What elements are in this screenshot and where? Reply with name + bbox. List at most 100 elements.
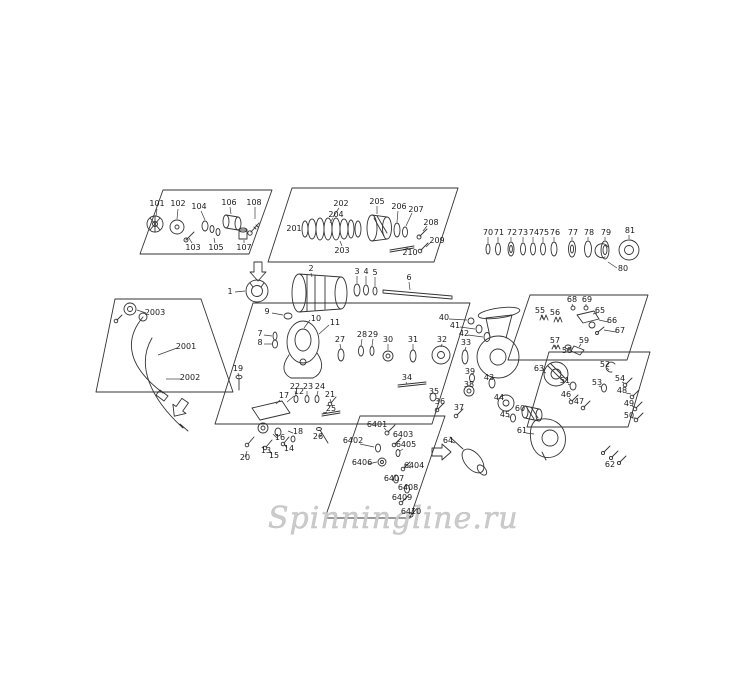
leader-line-29 xyxy=(371,338,374,347)
bail-arm-group xyxy=(113,302,189,432)
leader-line-22 xyxy=(294,390,297,396)
leader-line-207 xyxy=(405,212,413,227)
body-housing-group xyxy=(476,306,521,379)
leader-line-24 xyxy=(316,390,319,396)
bail-mount-parts-group xyxy=(235,374,296,451)
part-label-19: 19 xyxy=(233,364,243,373)
screw-kit-group xyxy=(375,424,421,518)
part-label-80: 80 xyxy=(618,264,628,273)
part-label-43: 43 xyxy=(484,373,494,382)
part-label-61: 61 xyxy=(517,426,527,435)
rotor-group xyxy=(272,312,323,379)
part-label-73: 73 xyxy=(518,228,528,237)
part-label-3: 3 xyxy=(354,267,359,276)
right-arrow-icon xyxy=(431,443,452,461)
leader-line-28 xyxy=(360,338,363,347)
leader-line-9 xyxy=(271,312,284,316)
part-label-72: 72 xyxy=(507,228,517,237)
leader-line-204 xyxy=(329,217,334,224)
part-label-23: 23 xyxy=(303,382,313,391)
part-label-78: 78 xyxy=(584,228,594,237)
part-label-59: 59 xyxy=(579,336,589,345)
part-label-2: 2 xyxy=(308,264,313,273)
leader-line-6404 xyxy=(407,466,412,469)
watermark: Spinningline.ru xyxy=(268,501,519,536)
part-label-55: 55 xyxy=(535,306,545,315)
leader-line-52 xyxy=(606,367,610,371)
part-label-207: 207 xyxy=(408,205,423,214)
part-label-36: 36 xyxy=(435,397,445,406)
leader-line-6405 xyxy=(399,448,404,452)
part-label-76: 76 xyxy=(550,228,560,237)
part-label-102: 102 xyxy=(170,199,185,208)
part-label-54: 54 xyxy=(615,374,625,383)
leader-line-2003 xyxy=(136,309,147,314)
part-label-20: 20 xyxy=(240,453,250,462)
part-label-6403: 6403 xyxy=(393,430,413,439)
part-label-6: 6 xyxy=(406,273,411,282)
parts-box-top-mid xyxy=(267,187,459,263)
leader-line-64 xyxy=(451,441,456,444)
part-label-28: 28 xyxy=(357,330,367,339)
leader-line-40 xyxy=(448,318,468,321)
leader-line-53 xyxy=(598,385,602,388)
part-label-58: 58 xyxy=(562,346,572,355)
part-label-13: 13 xyxy=(261,446,271,455)
leader-line-101 xyxy=(155,208,158,217)
leader-line-68 xyxy=(571,303,574,307)
leader-line-26 xyxy=(319,432,323,438)
part-label-21: 21 xyxy=(325,390,335,399)
parts-box-outlines xyxy=(95,187,651,519)
part-label-34: 34 xyxy=(402,373,412,382)
part-label-30: 30 xyxy=(383,335,393,344)
leader-line-58 xyxy=(566,348,569,352)
leader-line-19 xyxy=(237,372,240,378)
part-label-1: 1 xyxy=(227,287,232,296)
part-label-53: 53 xyxy=(592,378,602,387)
leader-line-6410 xyxy=(411,507,416,512)
part-label-68: 68 xyxy=(567,295,577,304)
part-label-2003: 2003 xyxy=(145,308,165,317)
part-label-107: 107 xyxy=(236,243,251,252)
leader-line-203 xyxy=(339,240,343,247)
part-label-15: 15 xyxy=(269,451,279,460)
anti-reverse-group xyxy=(539,305,644,423)
part-label-108: 108 xyxy=(246,198,261,207)
parts-box-center xyxy=(214,302,471,425)
leader-line-63 xyxy=(542,371,547,374)
part-label-6408: 6408 xyxy=(398,483,418,492)
part-label-104: 104 xyxy=(191,202,206,211)
part-label-38: 38 xyxy=(464,380,474,389)
leader-line-27 xyxy=(339,343,342,350)
part-label-67: 67 xyxy=(615,326,625,335)
leader-line-61 xyxy=(525,432,535,435)
part-label-106: 106 xyxy=(221,198,236,207)
part-label-64: 64 xyxy=(443,436,453,445)
part-label-77: 77 xyxy=(568,228,578,237)
part-label-201: 201 xyxy=(286,224,301,233)
part-label-57: 57 xyxy=(550,336,560,345)
part-label-5: 5 xyxy=(372,268,377,277)
part-label-210: 210 xyxy=(402,248,417,257)
part-label-7: 7 xyxy=(257,329,262,338)
leader-line-1 xyxy=(234,290,246,293)
part-label-208: 208 xyxy=(423,218,438,227)
part-label-31: 31 xyxy=(408,335,418,344)
leader-line-105 xyxy=(213,237,216,244)
part-label-48: 48 xyxy=(617,386,627,395)
leader-line-210 xyxy=(402,247,409,251)
leader-line-51 xyxy=(567,383,571,386)
leader-line-6401 xyxy=(383,427,387,431)
part-label-24: 24 xyxy=(315,382,325,391)
drag-cap-parts-group xyxy=(146,214,260,243)
leader-line-66 xyxy=(598,319,609,323)
part-label-29: 29 xyxy=(368,330,378,339)
part-label-12: 12 xyxy=(294,387,304,396)
part-label-42: 42 xyxy=(459,329,469,338)
part-label-6406: 6406 xyxy=(352,458,372,467)
part-label-51: 51 xyxy=(560,376,570,385)
part-label-47: 47 xyxy=(574,397,584,406)
